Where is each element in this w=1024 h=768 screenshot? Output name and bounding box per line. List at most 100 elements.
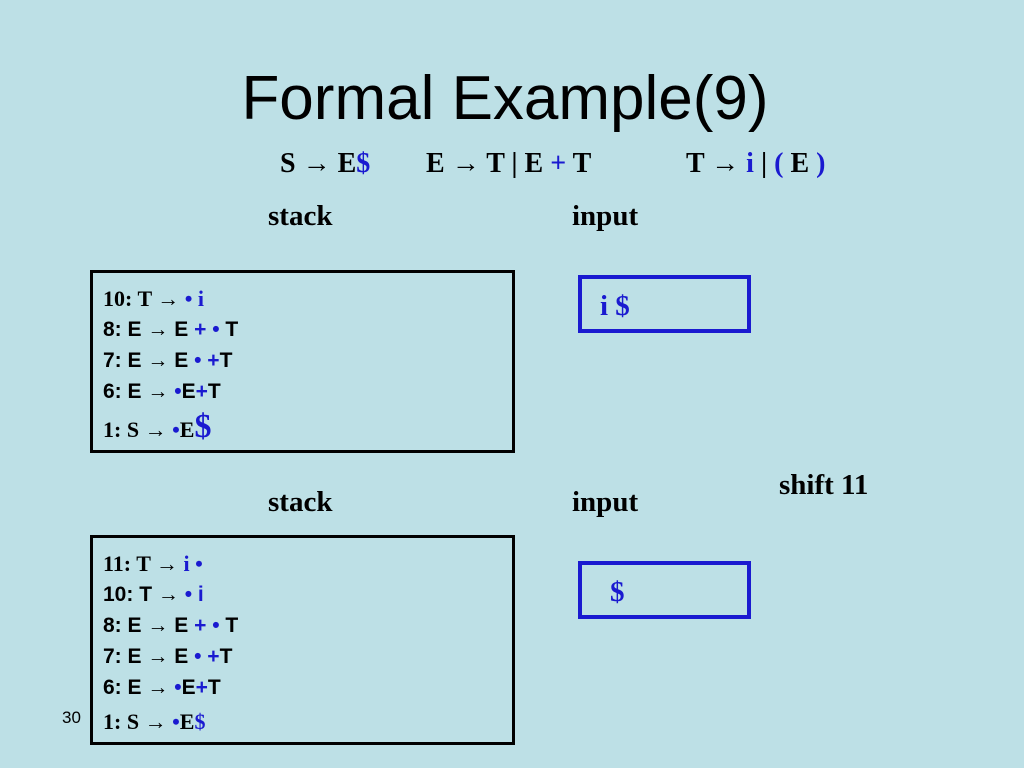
grammar-rules: S → E$ E → T | E + T T → i | ( E ) xyxy=(280,146,880,182)
symbol: T xyxy=(219,349,233,372)
input-panel: i $ xyxy=(578,275,751,333)
symbol: E xyxy=(174,318,189,341)
item-number: 8: xyxy=(103,318,122,341)
stack-item: 1: S → •E$ xyxy=(103,703,502,741)
arrow-icon: → xyxy=(144,709,167,734)
arrow-icon: → xyxy=(157,583,179,606)
arrow-icon: → xyxy=(147,380,169,403)
symbol: T xyxy=(136,551,151,576)
symbol: T xyxy=(572,148,592,179)
end-marker: $ xyxy=(194,709,206,734)
stack-item: 11: T → i • xyxy=(103,548,502,579)
input-value: $ xyxy=(610,576,625,608)
item-number: 8: xyxy=(103,614,122,637)
arrow-icon: → xyxy=(144,417,167,442)
action-note: shift 11 xyxy=(779,469,869,501)
arrow-icon: → xyxy=(302,148,331,179)
plus-symbol: + xyxy=(550,148,567,179)
input-header: input xyxy=(572,486,639,518)
plus-symbol: + xyxy=(195,380,208,403)
arrow-icon: → xyxy=(147,676,169,699)
symbol: E xyxy=(181,676,196,699)
symbol: S xyxy=(126,417,140,442)
stack-item: 6: E → •E+T xyxy=(103,376,502,407)
symbol: | xyxy=(760,148,768,179)
symbol: E xyxy=(174,645,189,668)
item-number: 7: xyxy=(103,349,122,372)
dot-marker: • xyxy=(212,614,220,637)
dot-marker: • xyxy=(172,709,180,734)
dot-marker: • xyxy=(184,286,193,311)
slide-title: Formal Example(9) xyxy=(241,64,769,133)
plus-symbol: + xyxy=(194,318,207,341)
dot-marker: • xyxy=(184,583,193,606)
paren-open: ( xyxy=(774,148,784,179)
terminal-i: i xyxy=(183,551,190,576)
symbol: T | E xyxy=(486,148,544,179)
item-number: 10: xyxy=(103,583,134,606)
symbol: E xyxy=(790,148,810,179)
input-value: i $ xyxy=(600,290,630,322)
symbol: E xyxy=(174,349,189,372)
stack-item: 6: E → •E+T xyxy=(103,672,502,703)
stack-item: 1: S → •E$ xyxy=(103,407,502,447)
stack-item: 10: T → • i xyxy=(103,579,502,610)
plus-symbol: + xyxy=(207,349,220,372)
item-number: 11: xyxy=(103,551,132,576)
terminal-i: i xyxy=(197,583,204,606)
dot-marker: • xyxy=(194,349,202,372)
arrow-icon: → xyxy=(157,286,180,311)
input-panel: $ xyxy=(578,561,751,619)
dot-marker: • xyxy=(174,380,182,403)
plus-symbol: + xyxy=(194,614,207,637)
symbol: T xyxy=(139,583,153,606)
symbol: T xyxy=(225,318,239,341)
symbol: T xyxy=(137,286,152,311)
end-marker: $ xyxy=(194,408,212,445)
stack-item: 8: E → E + • T xyxy=(103,314,502,345)
symbol: T xyxy=(207,380,221,403)
stack-item: 10: T → • i xyxy=(103,283,502,314)
plus-symbol: + xyxy=(207,645,220,668)
item-number: 7: xyxy=(103,645,122,668)
item-number: 1: xyxy=(103,709,122,734)
arrow-icon: → xyxy=(147,614,169,637)
dot-marker: • xyxy=(195,551,203,576)
arrow-icon: → xyxy=(147,349,169,372)
symbol: E xyxy=(127,380,142,403)
terminal-i: i xyxy=(197,286,205,311)
symbol: E xyxy=(174,614,189,637)
symbol: E xyxy=(179,417,195,442)
dot-marker: • xyxy=(194,645,202,668)
symbol: T xyxy=(686,148,705,179)
symbol: E xyxy=(127,349,142,372)
symbol: E xyxy=(337,148,357,179)
paren-close: ) xyxy=(816,148,826,179)
symbol: E xyxy=(127,676,142,699)
symbol: E xyxy=(426,148,445,179)
page-number: 30 xyxy=(62,708,81,727)
stack-item: 7: E → E • +T xyxy=(103,641,502,672)
stack-panel: 10: T → • i 8: E → E + • T 7: E → E • +T… xyxy=(90,270,515,453)
production-e: E → T | E + T xyxy=(426,146,591,182)
dot-marker: • xyxy=(172,417,180,442)
symbol: E xyxy=(181,380,196,403)
stack-header: stack xyxy=(268,200,333,232)
arrow-icon: → xyxy=(711,148,740,179)
item-number: 6: xyxy=(103,380,122,403)
symbol: E xyxy=(127,318,142,341)
arrow-icon: → xyxy=(147,318,169,341)
symbol: T xyxy=(207,676,221,699)
stack-item: 7: E → E • +T xyxy=(103,345,502,376)
symbol: E xyxy=(127,614,142,637)
item-number: 6: xyxy=(103,676,122,699)
symbol: E xyxy=(127,645,142,668)
stack-item: 8: E → E + • T xyxy=(103,610,502,641)
symbol: S xyxy=(280,148,296,179)
stack-panel: 11: T → i • 10: T → • i 8: E → E + • T 7… xyxy=(90,535,515,745)
arrow-icon: → xyxy=(147,645,169,668)
stack-header: stack xyxy=(268,486,333,518)
input-header: input xyxy=(572,200,639,232)
arrow-icon: → xyxy=(156,551,179,576)
dot-marker: • xyxy=(174,676,182,699)
